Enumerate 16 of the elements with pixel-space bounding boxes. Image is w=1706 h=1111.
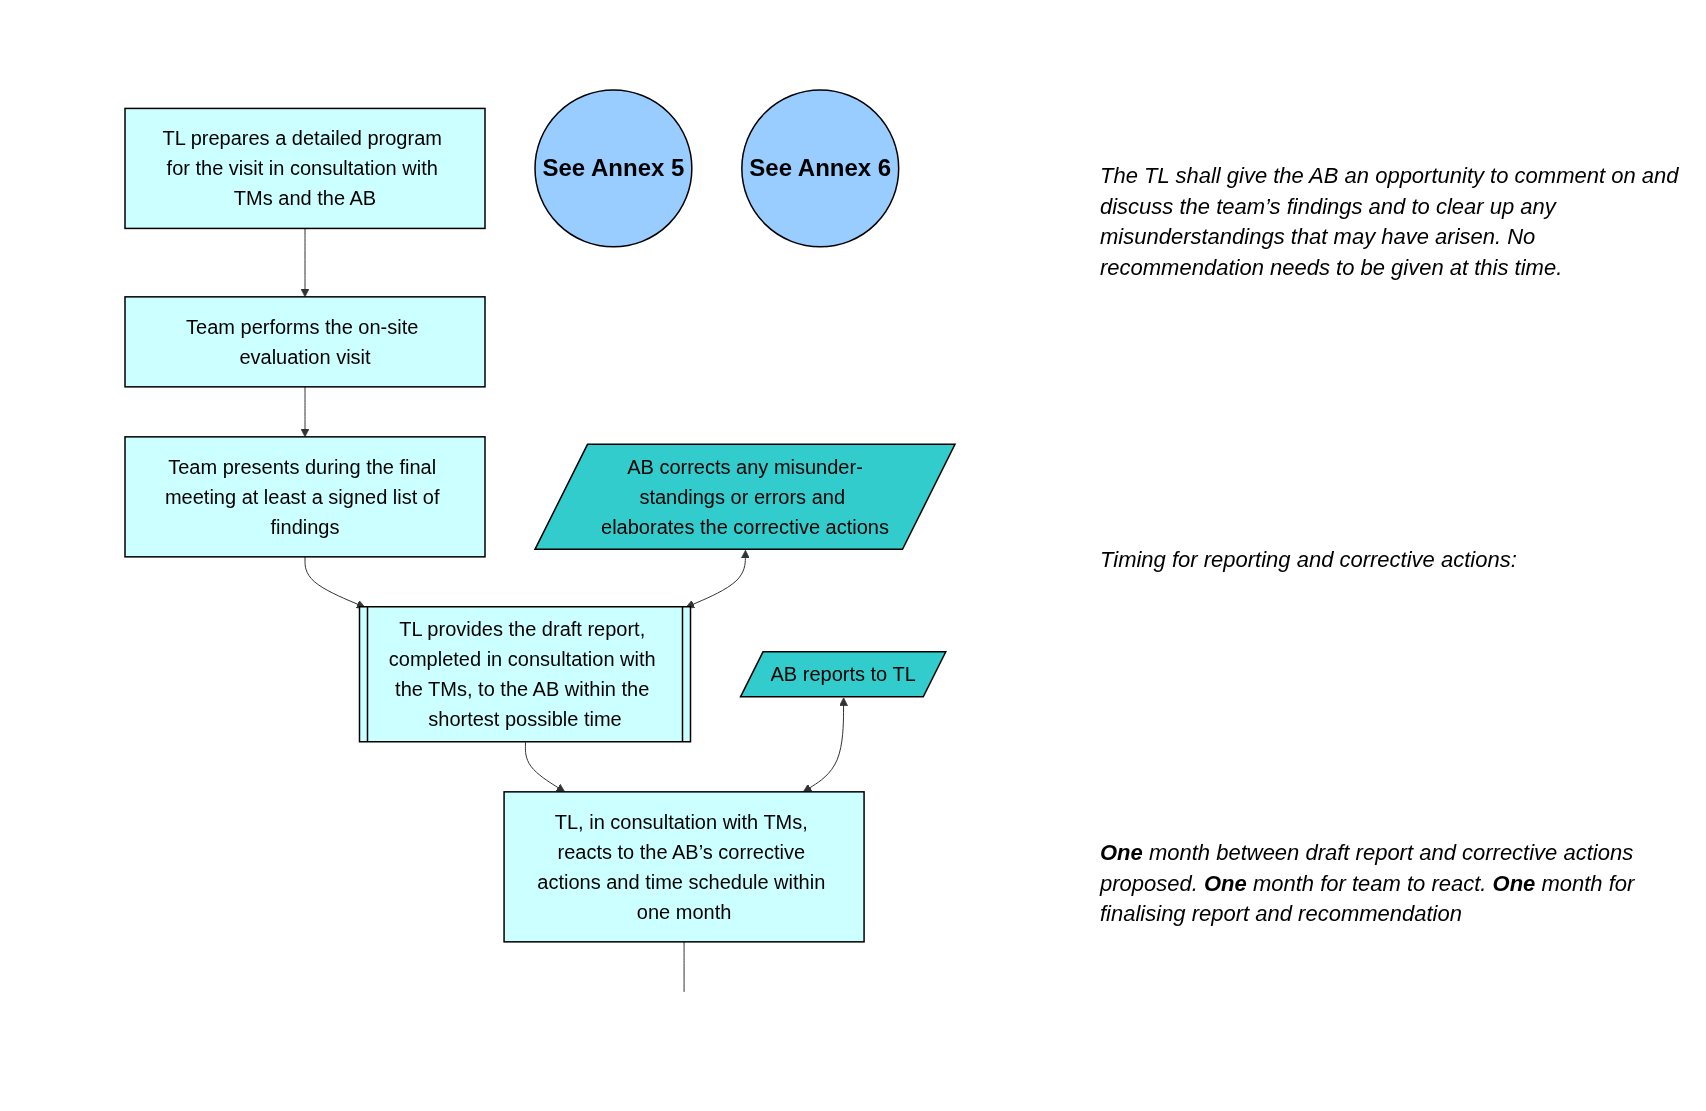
node-box: TL prepares a detailed program for the visit in consultation with TMs and the AB <box>124 107 486 229</box>
arrow <box>802 696 848 792</box>
note-text: One month between draft report and corrective actions proposed. One month for team to react. One month for finalising report and recommendation <box>1100 838 1636 929</box>
connector <box>683 940 685 992</box>
node-box: TL, in consultation with TMs, reacts to the AB’s corrective actions and time schedule within one month <box>503 790 865 943</box>
arrow <box>524 741 566 792</box>
node-box: Team performs the on-site evaluation visit <box>124 295 486 388</box>
node-circle: See Annex 5 <box>534 88 693 248</box>
note-text: Timing for reporting and corrective actions: <box>1100 546 1518 575</box>
node-box: Team presents during the final meeting at least a signed list of findings <box>124 435 486 558</box>
node-circle: See Annex 6 <box>741 88 900 248</box>
arrow <box>685 549 750 608</box>
note-text: The TL shall give the AB an opportunity to comment on and discuss the team’s findings and to clear up any misunderstandings that may have arisen. No recommendation needs to be given at this time. <box>1100 161 1680 283</box>
arrow <box>304 555 366 608</box>
arrow <box>300 227 310 297</box>
arrow <box>300 385 310 437</box>
